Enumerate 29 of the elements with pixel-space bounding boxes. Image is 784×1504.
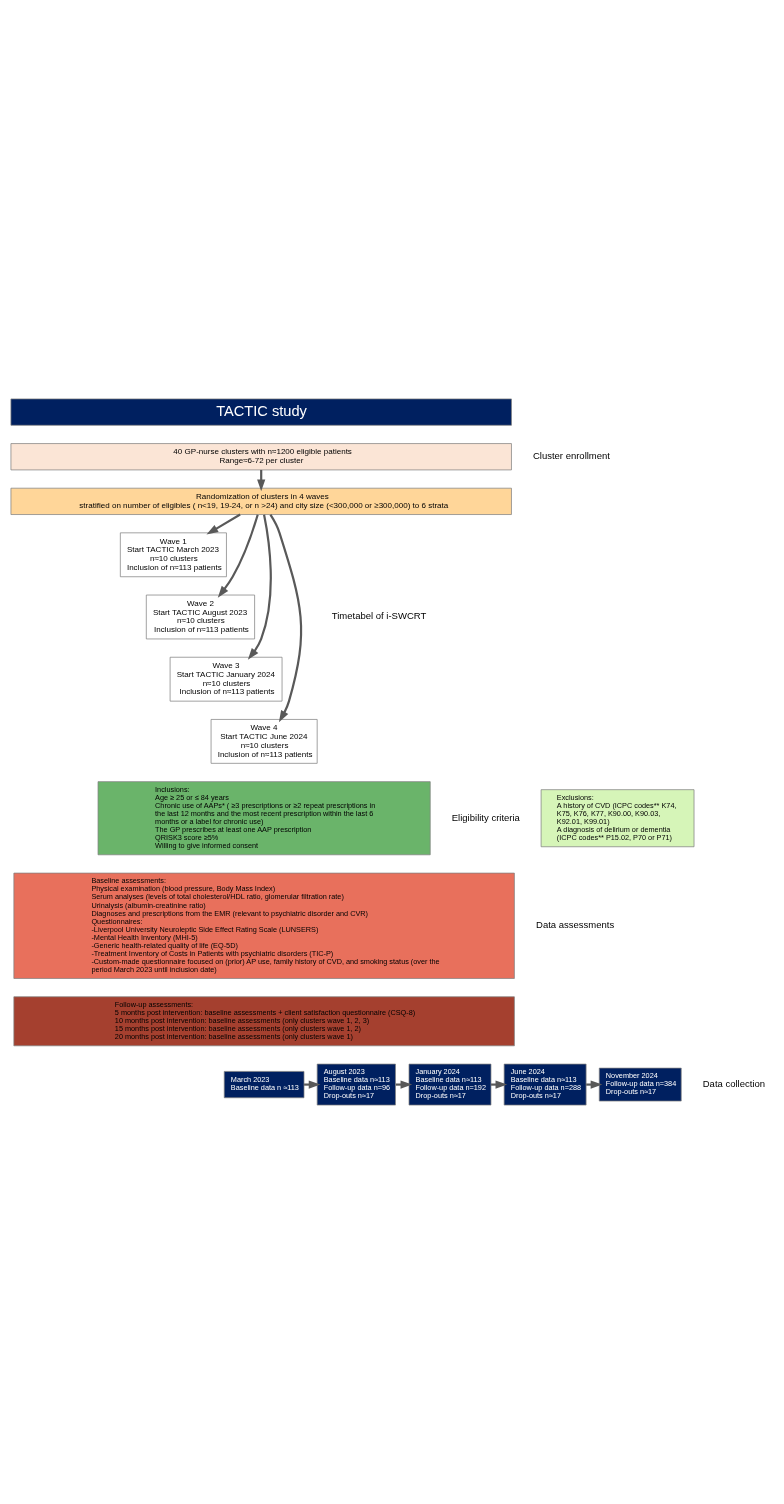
arrow <box>586 1080 603 1089</box>
label: Eligibility criteria <box>451 811 520 823</box>
node-box: June 2024 Baseline data n≈113 Follow-up data n=288 Drop-outs n≈17 <box>503 1063 587 1106</box>
arrow <box>304 1080 321 1089</box>
node-box: 40 GP-nurse clusters with n≈1200 eligible patients Range≈6-72 per cluster <box>10 443 512 471</box>
node-box: Exclusions: A history of CVD (ICPC codes** K74, K75, K76, K77, K90.00, K90.03, K92.01, K99.01) A diagnosis of delirium or dementia (ICPC codes** P15.02, P70 or P71) <box>540 789 695 848</box>
arrow <box>247 514 272 660</box>
node-box: Wave 3 Start TACTIC January 2024 n≈10 clusters Inclusion of n≈113 patients <box>169 656 283 702</box>
node-box: November 2024 Follow-up data n=384 Drop-outs n≈17 <box>598 1067 682 1102</box>
node-box: TACTIC study <box>10 398 512 426</box>
node-box: Follow-up assessments: 5 months post intervention: baseline assessments + client satisfaction questionnaire (CSQ-8) 10 months post intervention: baseline assessments (only clusters wave 1, 2, 3) 15 months post intervention: baseline assessments (only clusters wave 1, 2) 20 months post intervention: baseline assessments (only clusters wave 1) <box>13 996 515 1047</box>
node-box: Wave 2 Start TACTIC August 2023 n≈10 clusters Inclusion of n≈113 patients <box>145 594 255 640</box>
node-box: Randomization of clusters in 4 waves stratified on number of eligibles ( n<19, 19-24, or n >24) and city size (<300,000 or ≥300,000) to 6 strata <box>10 487 512 515</box>
node-box: January 2024 Baseline data n≈113 Follow-up data n=192 Drop-outs n≈17 <box>408 1063 492 1106</box>
arrow <box>206 513 241 535</box>
node-box: Wave 1 Start TACTIC March 2023 n≈10 clusters Inclusion of n≈113 patients <box>119 532 227 578</box>
label: Timetabel of i-SWCRT <box>331 610 427 622</box>
arrow <box>395 1080 413 1089</box>
node-box: August 2023 Baseline data n≈113 Follow-up data n=96 Drop-outs n≈17 <box>316 1063 396 1106</box>
arrow <box>269 514 303 723</box>
arrow <box>491 1080 508 1089</box>
node-box: Wave 4 Start TACTIC June 2024 n≈10 clusters Inclusion of n≈113 patients <box>210 719 318 764</box>
arrow <box>217 514 259 598</box>
label: Data assessments <box>536 919 615 931</box>
node-box: March 2023 Baseline data n ≈113 <box>223 1071 305 1099</box>
node-box: Inclusions: Age ≥ 25 or ≤ 84 years Chronic use of AAPs* ( ≥3 prescriptions or ≥2 repeat prescriptions in the last 12 months and the most recent prescription within the last 6 months or a label for chronic use) The GP prescribes at least one AAP prescription QRISK3 score ≥5% Willing to give informed consent <box>97 781 431 856</box>
node-box: Baseline assessments: Physical examination (blood pressure, Body Mass Index) Serum analyses (levels of total cholesterol/HDL ratio, glomerular filtration rate) Urinalysis (albumin-creatinine ratio) Diagnoses and prescriptions from the EMR (relevant to psychiatric disorder and CVR) Questionnaires: -Liverpool University Neuroleptic Side Effect Rating Scale (LUNSERS) -Mental Health Inventory (MHI-5) -Generic health-related quality of life (EQ-5D) -Treatment Inventory of Costs in Patients with psychiatric disorders (TIC-P) -Custom-made questionnaire focused on (prior) AP use, family history of CVD, and smoking status (over the period March 2023 until inclusion date) <box>13 872 515 979</box>
label: Data collection <box>702 1078 766 1090</box>
label: Cluster enrollment <box>532 450 611 462</box>
